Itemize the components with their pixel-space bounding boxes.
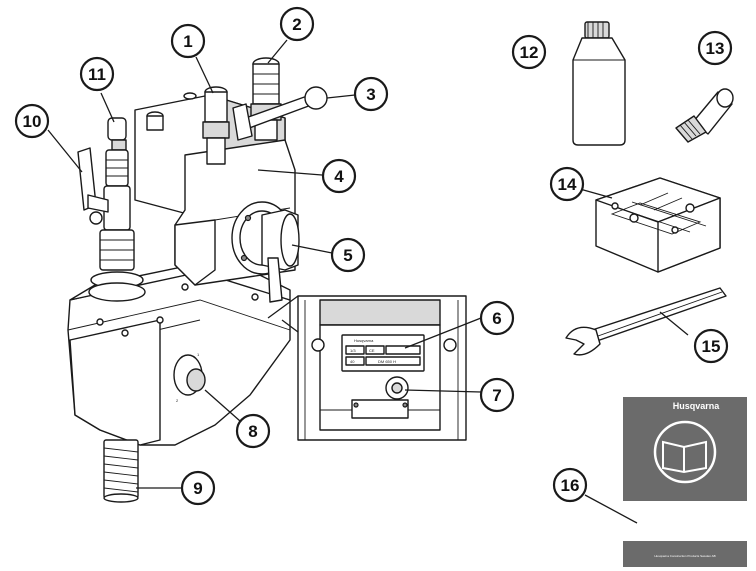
svg-text:1: 1 <box>197 352 200 357</box>
svg-text:6: 6 <box>492 309 501 328</box>
callout-1: 1 <box>170 23 206 59</box>
reset-button <box>385 376 409 400</box>
callout-5: 5 <box>330 237 366 273</box>
callout-8: 8 <box>235 413 271 449</box>
callout-9: 9 <box>180 470 216 506</box>
svg-text:15: 15 <box>702 337 721 356</box>
svg-text:14: 14 <box>558 175 577 194</box>
callout-11: 11 <box>79 56 115 92</box>
callout-16: 16 <box>552 467 588 503</box>
hydraulic-coupling-2 <box>250 57 282 141</box>
coupling-nipple <box>675 88 734 143</box>
oil-bottle <box>572 21 626 146</box>
drill-spindle <box>103 439 139 503</box>
rating-plate-cell-1: 1/3 <box>350 348 356 353</box>
svg-text:2: 2 <box>292 15 301 34</box>
svg-text:3: 3 <box>366 85 375 104</box>
svg-text:1: 1 <box>183 32 192 51</box>
rating-plate-cell-2: CE <box>369 348 375 353</box>
svg-text:13: 13 <box>706 39 725 58</box>
water-valve <box>88 117 146 302</box>
callout-7: 7 <box>479 377 515 413</box>
hydraulic-coupling-1 <box>202 86 230 165</box>
rating-plate-detail-inset: Husqvarna 1/3 CE 40 DM 650 H <box>267 295 467 441</box>
svg-text:11: 11 <box>88 65 106 84</box>
water-valve-lever <box>77 147 109 225</box>
svg-text:8: 8 <box>248 422 257 441</box>
operators-manual: Husqvarna Husqvarna Construction Product… <box>623 397 747 567</box>
svg-text:2: 2 <box>176 398 179 403</box>
gear-selector-knob: 1 2 <box>173 352 206 403</box>
manual-brand: Husqvarna <box>673 401 721 411</box>
callout-4: 4 <box>321 158 357 194</box>
rating-plate-brand: Husqvarna <box>354 338 374 343</box>
manual-footer-text: Husqvarna Construction Products Sweden A… <box>654 554 715 558</box>
leader-lines <box>47 39 689 524</box>
rating-plate-cell-4: DM 650 H <box>378 359 396 364</box>
svg-text:10: 10 <box>23 112 42 131</box>
adapter-block <box>595 177 721 273</box>
callout-13: 13 <box>697 30 733 66</box>
callout-2: 2 <box>279 6 315 42</box>
drill-motor-assembly: 1 2 <box>67 57 328 503</box>
svg-text:5: 5 <box>343 246 352 265</box>
motor-adapter <box>231 201 300 275</box>
svg-text:9: 9 <box>193 479 202 498</box>
svg-text:4: 4 <box>334 167 344 186</box>
callout-10: 10 <box>14 103 50 139</box>
callout-12: 12 <box>511 34 547 70</box>
callout-14: 14 <box>549 166 585 202</box>
callout-3: 3 <box>353 76 389 112</box>
callout-6: 6 <box>479 300 515 336</box>
open-end-wrench <box>565 287 727 356</box>
svg-text:7: 7 <box>492 386 501 405</box>
callout-15: 15 <box>693 328 729 364</box>
svg-text:16: 16 <box>561 476 580 495</box>
rating-plate: Husqvarna 1/3 CE 40 DM 650 H <box>341 334 425 372</box>
svg-text:12: 12 <box>520 43 539 62</box>
rating-plate-cell-3: 40 <box>350 359 355 364</box>
handle-arm <box>232 86 328 141</box>
